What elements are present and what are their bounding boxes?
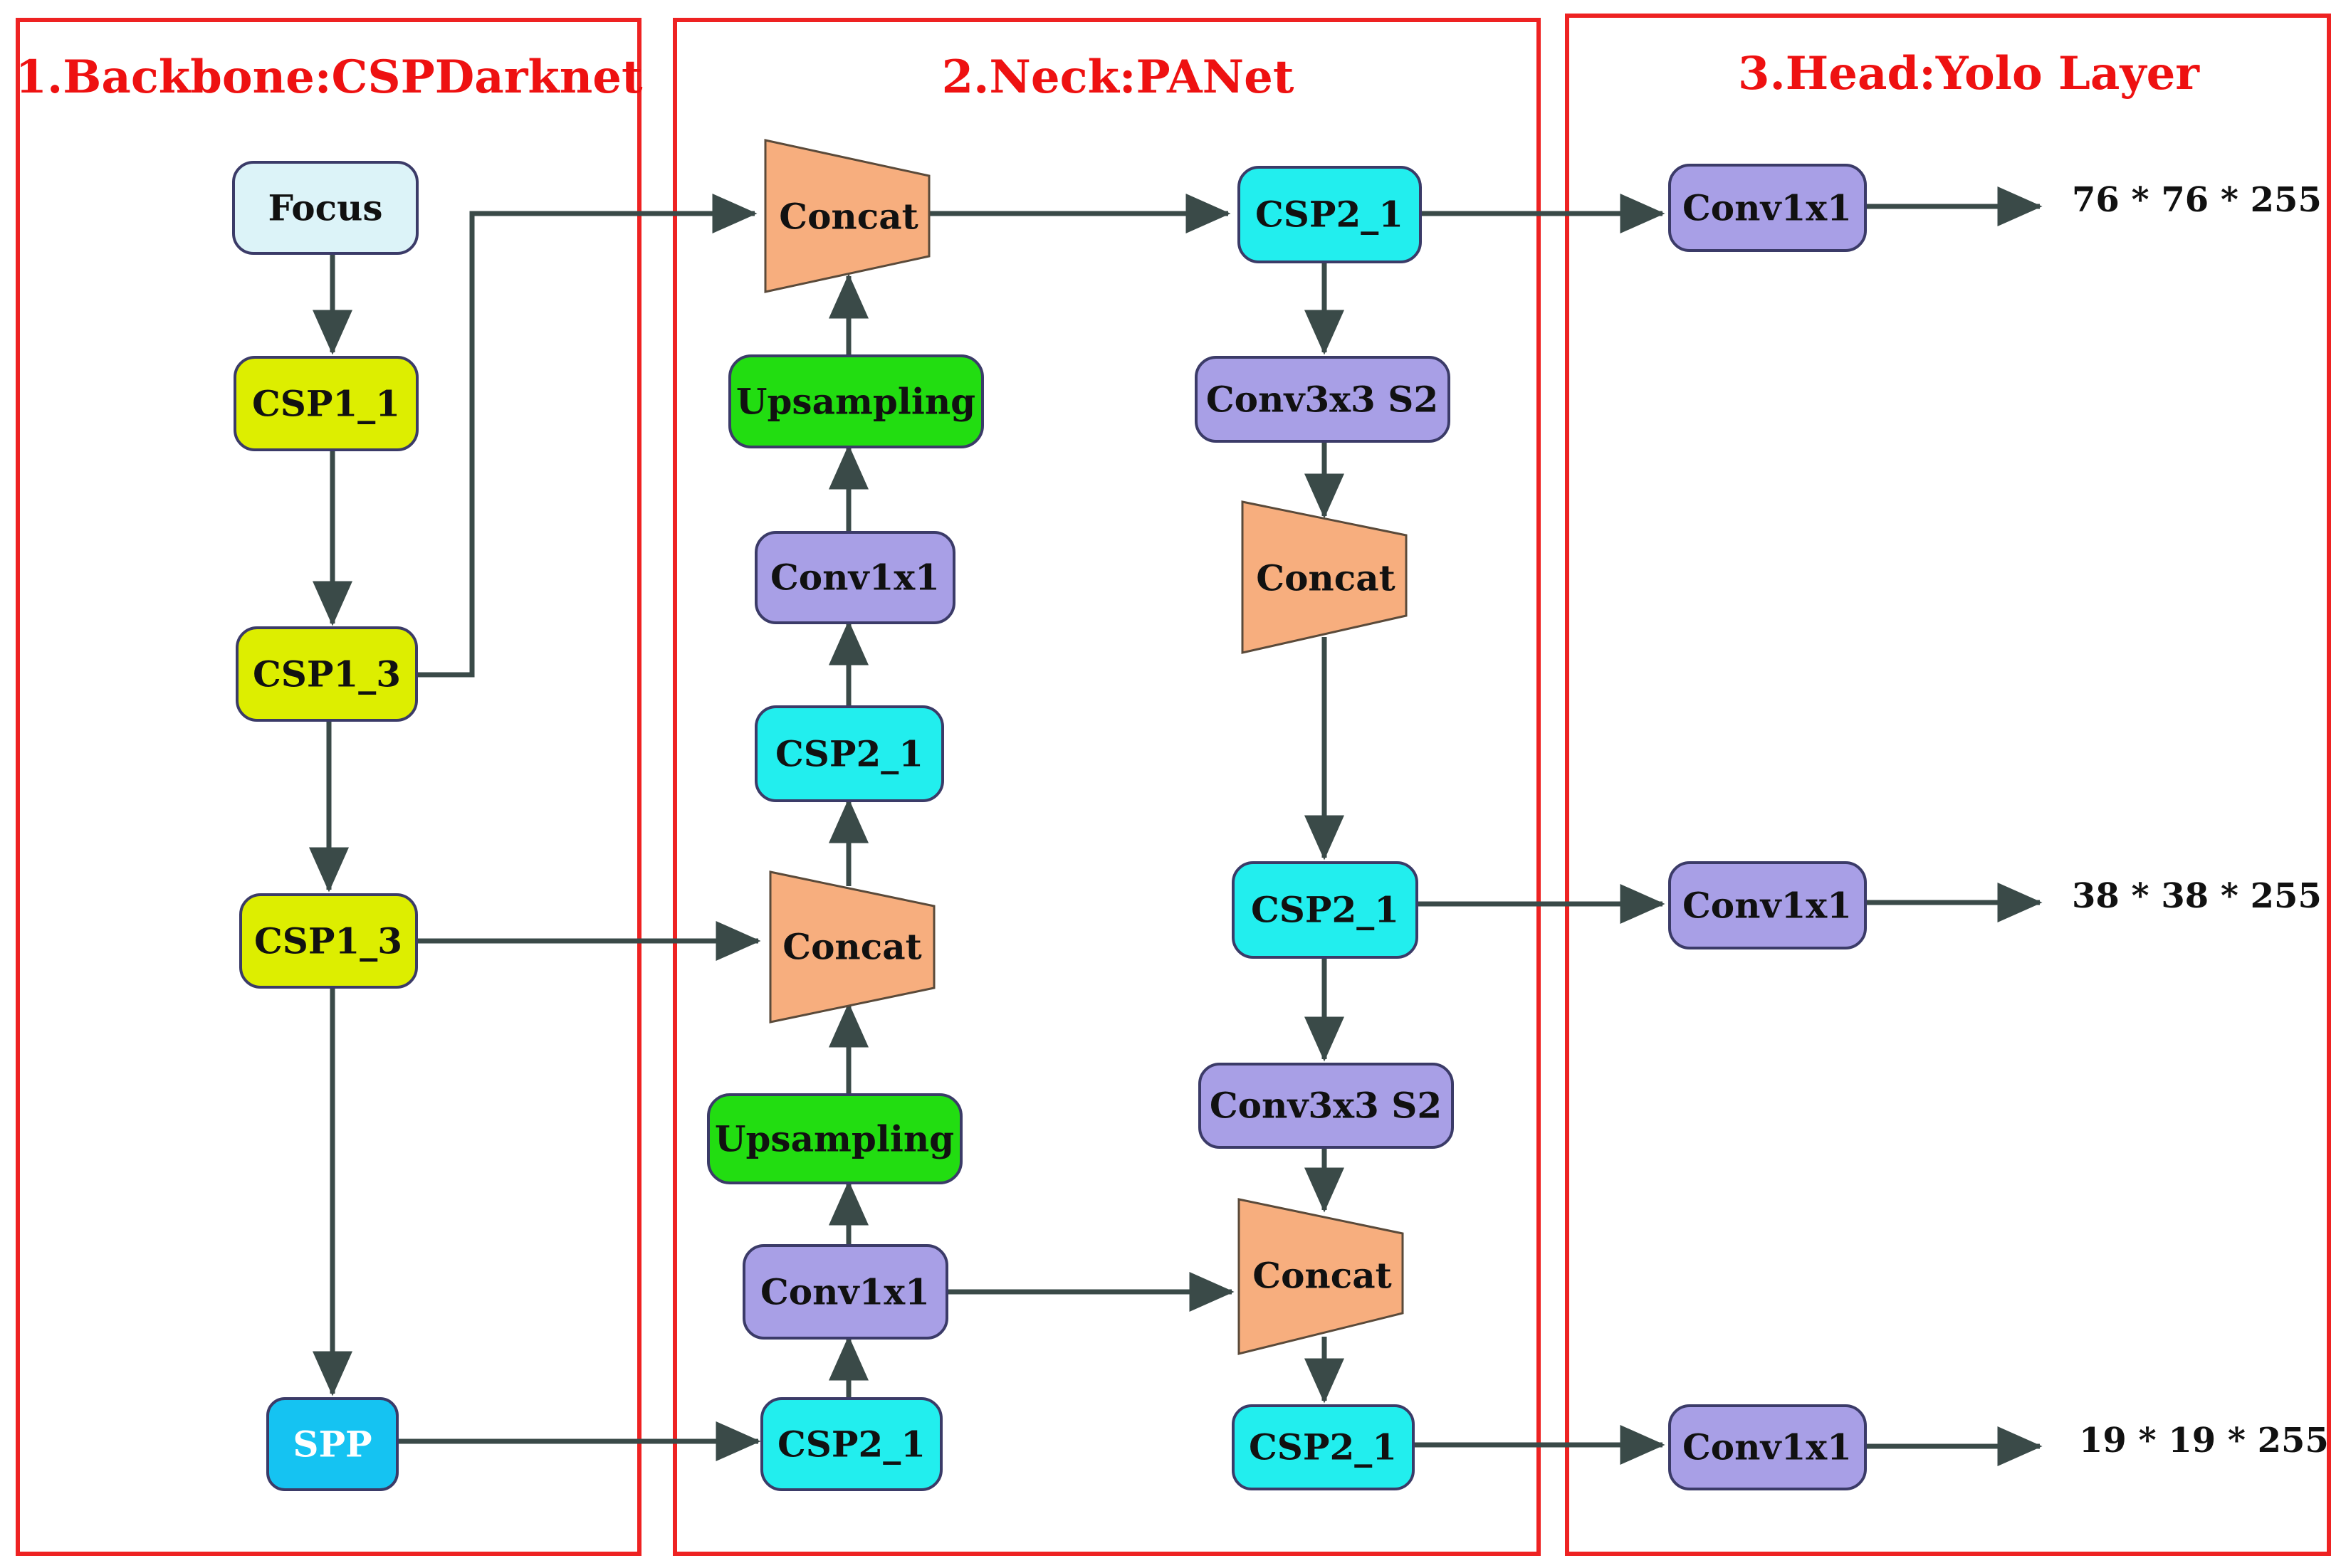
node-spp: SPP	[266, 1397, 399, 1491]
node-concat-top: Concat	[764, 139, 931, 293]
node-conv1x1-bot: Conv1x1	[743, 1244, 948, 1340]
neck-frame	[673, 18, 1541, 1556]
node-focus-label: Focus	[268, 187, 382, 229]
node-head-conv2: Conv1x1	[1668, 861, 1867, 949]
output-label-3: 19 * 19 * 255	[2079, 1421, 2329, 1461]
node-head-conv1: Conv1x1	[1668, 164, 1867, 252]
node-csp1-1: CSP1_1	[234, 356, 419, 451]
head-frame	[1565, 14, 2331, 1556]
node-concat-r1-label: Concat	[1256, 557, 1395, 599]
node-head-conv2-label: Conv1x1	[1682, 885, 1852, 927]
node-upsampling-top: Upsampling	[728, 354, 984, 448]
node-concat-top-label: Concat	[779, 196, 918, 238]
node-csp2-1-r2: CSP2_1	[1232, 861, 1418, 959]
node-conv1x1-top: Conv1x1	[755, 531, 955, 624]
node-concat-r2-label: Concat	[1252, 1255, 1391, 1297]
node-concat-r1: Concat	[1241, 500, 1408, 654]
neck-title: 2.Neck:PANet	[942, 51, 1294, 104]
node-csp2-1-r3-label: CSP2_1	[1249, 1426, 1397, 1468]
node-concat-r2: Concat	[1237, 1198, 1404, 1355]
node-conv1x1-top-label: Conv1x1	[770, 557, 940, 599]
node-csp2-1-r2-label: CSP2_1	[1251, 889, 1399, 931]
output-label-1: 76 * 76 * 255	[2072, 180, 2322, 220]
node-csp2-1-bot-label: CSP2_1	[777, 1424, 926, 1466]
node-conv3x3-s2-a-label: Conv3x3 S2	[1206, 379, 1438, 421]
node-conv3x3-s2-b-label: Conv3x3 S2	[1210, 1085, 1442, 1127]
edges	[309, 186, 2043, 1466]
edge-csp1-3a-concat-top	[417, 194, 758, 678]
node-conv3x3-s2-a: Conv3x3 S2	[1195, 356, 1450, 443]
node-csp1-3b: CSP1_3	[239, 893, 418, 989]
backbone-frame	[16, 18, 641, 1556]
node-upsampling-bot-label: Upsampling	[715, 1118, 954, 1160]
node-csp1-3a: CSP1_3	[236, 626, 418, 722]
node-csp2-1-bot: CSP2_1	[760, 1397, 943, 1491]
output-label-2: 38 * 38 * 255	[2072, 876, 2322, 916]
node-conv1x1-bot-label: Conv1x1	[760, 1271, 930, 1313]
node-upsampling-bot: Upsampling	[707, 1093, 963, 1184]
node-head-conv3-label: Conv1x1	[1682, 1426, 1852, 1468]
node-csp2-1-r1-label: CSP2_1	[1255, 194, 1403, 236]
node-csp2-1-r3: CSP2_1	[1232, 1404, 1415, 1490]
node-spp-label: SPP	[293, 1424, 372, 1466]
node-concat-mid-label: Concat	[782, 926, 921, 968]
node-focus: Focus	[232, 161, 419, 255]
node-head-conv1-label: Conv1x1	[1682, 187, 1852, 229]
node-csp2-1-mid: CSP2_1	[755, 705, 944, 802]
node-csp1-1-label: CSP1_1	[252, 383, 400, 425]
backbone-title: 1.Backbone:CSPDarknet	[15, 51, 643, 104]
node-csp1-3a-label: CSP1_3	[253, 653, 401, 695]
node-head-conv3: Conv1x1	[1668, 1404, 1867, 1490]
node-upsampling-top-label: Upsampling	[736, 381, 975, 423]
node-csp2-1-r1: CSP2_1	[1237, 166, 1422, 263]
head-title: 3.Head:Yolo Layer	[1738, 47, 2200, 100]
node-conv3x3-s2-b: Conv3x3 S2	[1198, 1063, 1454, 1149]
node-concat-mid: Concat	[769, 870, 936, 1024]
node-csp2-1-mid-label: CSP2_1	[775, 733, 923, 775]
node-csp1-3b-label: CSP1_3	[254, 920, 402, 962]
